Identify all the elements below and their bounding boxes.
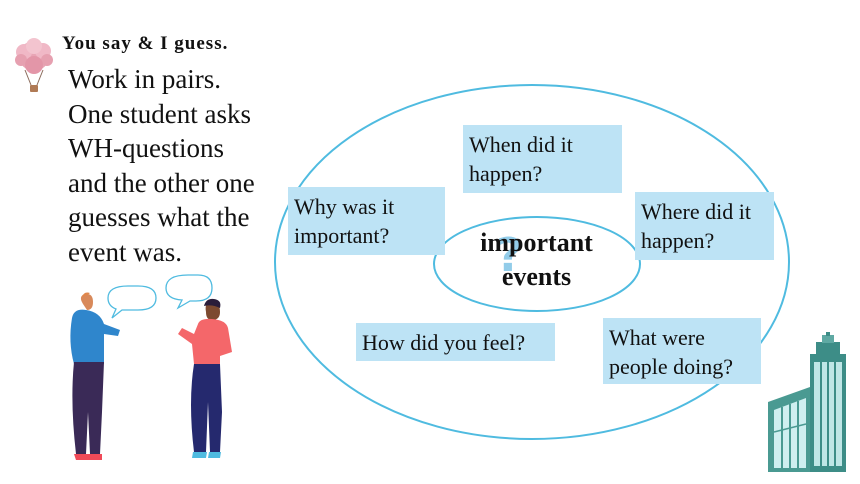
question-box-line: What were	[609, 325, 705, 350]
two-people-talking-illustration	[70, 274, 232, 460]
question-box-where: Where did it happen?	[635, 192, 774, 260]
center-label-line: events	[501, 262, 572, 291]
inner-ellipse	[433, 216, 641, 312]
question-box-line: happen?	[469, 161, 543, 186]
outer-ellipse	[274, 84, 790, 440]
skyscraper-illustration	[768, 332, 846, 472]
instructions-line: guesses what the	[68, 202, 250, 232]
instructions-line: and the other one	[68, 167, 255, 198]
question-mark-icon: ?	[496, 228, 523, 282]
instructions-line: event was.	[68, 236, 182, 267]
question-box-line: people doing?	[609, 354, 734, 379]
speech-bubble-icon	[107, 285, 157, 319]
question-box-line: important?	[294, 223, 390, 248]
center-label-line: important	[480, 228, 593, 257]
instructions-text: Work in pairs. One student asks WH-quest…	[68, 62, 283, 269]
question-box-when: When did it happen?	[463, 125, 622, 193]
question-box-line: How did you feel?	[362, 330, 526, 355]
question-box-doing: What were people doing?	[603, 318, 761, 384]
question-box-line: Where did it	[641, 199, 751, 224]
question-box-why: Why was it important?	[288, 187, 445, 255]
question-box-line: Why was it	[294, 194, 395, 219]
instructions-line: WH-questions	[68, 133, 224, 163]
instructions-line: One student asks	[68, 98, 251, 129]
speech-bubble-icon	[165, 274, 213, 310]
question-box-feel: How did you feel?	[356, 323, 555, 361]
instructions-line: Work in pairs.	[68, 64, 222, 94]
hot-air-balloon-icon	[15, 38, 53, 92]
activity-title: You say & I guess.	[62, 33, 229, 54]
question-box-line: happen?	[641, 228, 715, 253]
question-box-line: When did it	[469, 132, 573, 157]
center-label: important events	[464, 226, 609, 294]
